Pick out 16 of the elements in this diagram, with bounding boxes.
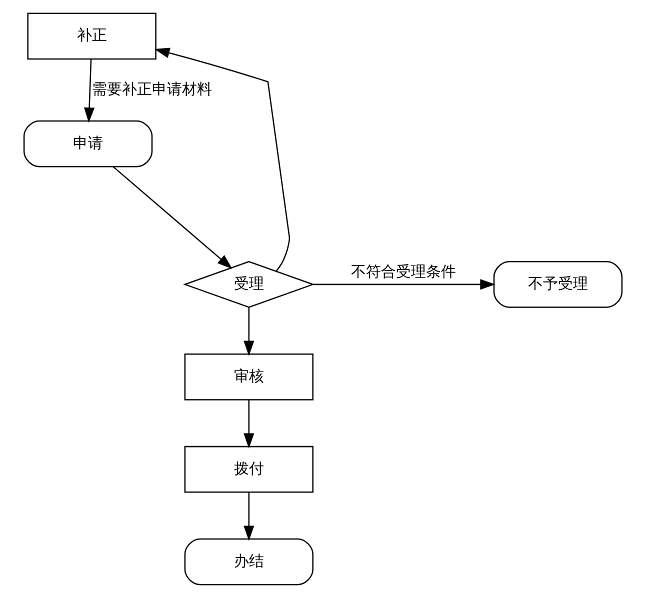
node-box: 办结 bbox=[184, 538, 313, 586]
arrow bbox=[312, 279, 495, 290]
arrow bbox=[112, 166, 232, 269]
arrow bbox=[243, 307, 254, 356]
arrow bbox=[243, 492, 254, 541]
node-box: 补正 bbox=[26, 12, 156, 60]
node-box: 申请 bbox=[22, 120, 152, 168]
node-box: 不予受理 bbox=[492, 261, 622, 308]
node-box: 审核 bbox=[184, 353, 313, 400]
arrow bbox=[154, 48, 290, 272]
edge-label: 需要补正申请材料 bbox=[92, 80, 212, 98]
arrow bbox=[83, 59, 94, 123]
node-diamond: 受理 bbox=[182, 260, 314, 308]
edge-label: 不符合受理条件 bbox=[350, 262, 456, 280]
node-box: 拨付 bbox=[184, 446, 313, 493]
arrow bbox=[243, 400, 254, 448]
